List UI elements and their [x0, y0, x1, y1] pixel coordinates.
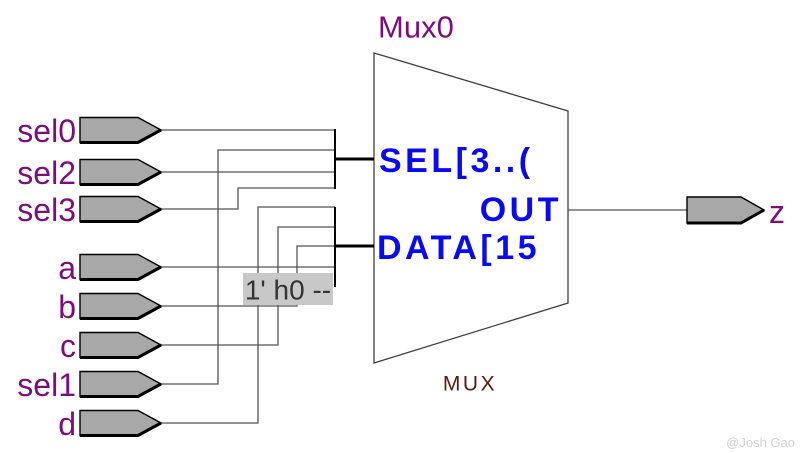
mux-trapezoid[interactable]: [373, 52, 569, 364]
output-port-z[interactable]: z: [686, 194, 785, 230]
watermark: @Josh Gao: [726, 435, 795, 450]
wire-sel3[interactable]: [161, 187, 335, 210]
input-port-sel3[interactable]: sel3: [17, 192, 163, 228]
constant-box[interactable]: [243, 273, 333, 305]
constant-label: 1' h0 --: [245, 275, 331, 306]
out-pin-label: OUT: [480, 191, 562, 229]
input-port-sel1[interactable]: sel1: [17, 367, 163, 403]
output-port-label-z: z: [769, 194, 785, 230]
input-port-label-a: a: [58, 250, 76, 286]
input-port-c[interactable]: c: [60, 328, 163, 364]
instance-name: Mux0: [378, 10, 454, 45]
input-port-b[interactable]: b: [58, 289, 163, 325]
mux-component[interactable]: [373, 52, 569, 364]
input-port-label-b: b: [58, 289, 76, 325]
input-port-label-c: c: [60, 328, 76, 364]
input-port-a[interactable]: a: [58, 250, 163, 286]
sel-pin-label: SEL[3..(: [379, 142, 534, 180]
input-port-sel0[interactable]: sel0: [17, 113, 163, 149]
input-port-label-sel1: sel1: [17, 367, 76, 403]
wire-d[interactable]: [161, 206, 335, 424]
component-type-label: MUX: [443, 373, 497, 396]
data-pin-label: DATA[15: [377, 229, 540, 267]
input-port-d[interactable]: d: [58, 406, 163, 442]
input-port-label-sel3: sel3: [17, 192, 76, 228]
wire-sel1[interactable]: [161, 149, 335, 385]
input-port-sel2[interactable]: sel2: [17, 155, 163, 191]
input-port-label-sel2: sel2: [17, 155, 76, 191]
input-port-label-d: d: [58, 406, 76, 442]
constant-driver[interactable]: 1' h0 --: [243, 273, 333, 306]
input-port-label-sel0: sel0: [17, 113, 76, 149]
